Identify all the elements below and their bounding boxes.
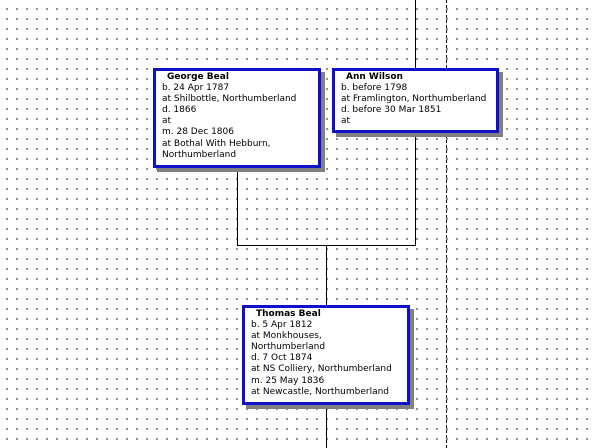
person-detail: d. before 30 Mar 1851: [341, 105, 442, 116]
person-detail: at Shilbottle, Northumberland: [162, 94, 297, 105]
person-detail: b. 24 Apr 1787: [162, 83, 230, 94]
person-detail: d. 1866: [162, 105, 197, 116]
connector-george-down: [237, 168, 238, 245]
person-detail: b. 5 Apr 1812: [251, 320, 313, 331]
person-card-thomas-beal[interactable]: Thomas Beal b. 5 Apr 1812 at Monkhouses,…: [242, 305, 410, 405]
person-detail: at NS Colliery, Northumberland: [251, 364, 392, 375]
person-detail: m. 28 Dec 1806: [162, 127, 234, 138]
dashed-separator: [446, 0, 447, 448]
connector-child-down: [326, 405, 327, 448]
person-detail: m. 25 May 1836: [251, 375, 325, 386]
person-name: Thomas Beal: [256, 309, 321, 319]
connector-ann-down: [415, 133, 416, 245]
person-detail: at Newcastle, Northumberland: [251, 386, 390, 397]
person-detail: b. before 1798: [341, 83, 408, 94]
person-detail: at Framlington, Northumberland: [341, 94, 487, 105]
person-name: George Beal: [167, 72, 229, 82]
person-detail: at Bothal With Hebburn,: [162, 138, 271, 149]
person-card-george-beal[interactable]: George Beal b. 24 Apr 1787 at Shilbottle…: [153, 68, 321, 168]
person-detail: Northumberland: [162, 149, 237, 160]
person-detail: at: [162, 116, 172, 127]
person-detail: Northumberland: [251, 342, 326, 353]
person-name: Ann Wilson: [346, 72, 403, 82]
person-detail: d. 7 Oct 1874: [251, 353, 313, 364]
person-detail: at Monkhouses,: [251, 331, 322, 342]
person-card-ann-wilson[interactable]: Ann Wilson b. before 1798 at Framlington…: [332, 68, 499, 133]
connector-to-child: [326, 245, 327, 305]
person-detail: at: [341, 116, 351, 127]
connector-top-right: [415, 0, 416, 68]
